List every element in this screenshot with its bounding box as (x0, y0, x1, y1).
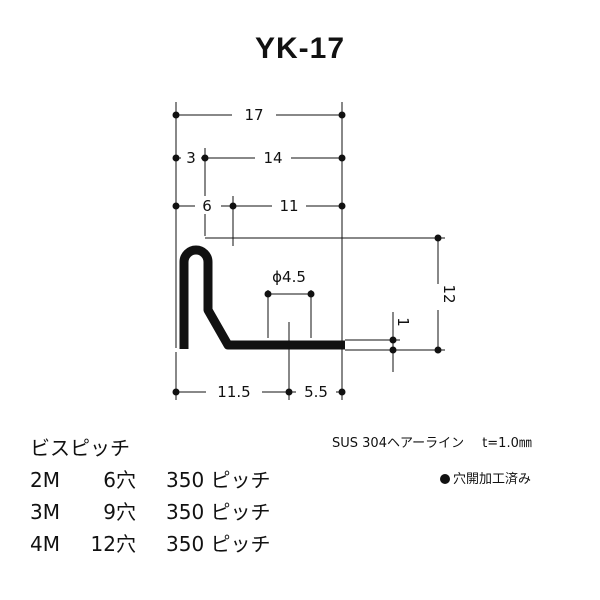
dim-6-label: 6 (202, 197, 212, 215)
pitch-value: 350 ピッチ (166, 500, 271, 524)
material-label: SUS 304ヘアーライン (332, 436, 465, 451)
hole-note-text: 穴開加工済み (453, 472, 532, 487)
dim-17-label: 17 (244, 106, 263, 124)
profile-shape (179, 245, 345, 350)
pitch-row: 4M 12穴 350 ピッチ (30, 528, 271, 560)
pitch-value: 350 ピッチ (166, 468, 271, 492)
pitch-size: 3M (30, 500, 60, 524)
bullet-dot-icon (440, 474, 450, 484)
dim-14-label: 14 (263, 149, 282, 167)
dim-1-label: 1 (394, 317, 412, 327)
pitch-row: 3M 9穴 350 ピッチ (30, 496, 271, 528)
pitch-holes: 9穴 (103, 500, 136, 524)
screw-pitch-table: ビスピッチ 2M 6穴 350 ピッチ 3M 9穴 350 ピッチ 4M 12穴 350 ピ… (30, 432, 271, 560)
dim-12-label: 12 (440, 284, 458, 303)
pitch-row: 2M 6穴 350 ピッチ (30, 464, 271, 496)
hole-note: 穴開加工済み (440, 468, 531, 487)
dim-11-label: 11 (279, 197, 298, 215)
dim-11-5-label: 11.5 (217, 383, 250, 401)
thickness-label: t=1.0㎜ (482, 436, 532, 451)
dim-5-5-label: 5.5 (304, 383, 328, 401)
dim-3-label: 3 (186, 149, 196, 167)
page-title: YK-17 (254, 32, 346, 65)
material-spec: SUS 304ヘアーライン t=1.0㎜ (332, 432, 532, 451)
pitch-value: 350 ピッチ (166, 532, 271, 556)
pitch-size: 4M (30, 532, 60, 556)
pitch-holes: 6穴 (103, 468, 136, 492)
screw-pitch-heading: ビスピッチ (30, 436, 130, 460)
pitch-size: 2M (30, 468, 60, 492)
pitch-holes: 12穴 (90, 532, 136, 556)
hole-diameter-label: ϕ4.5 (272, 268, 306, 286)
